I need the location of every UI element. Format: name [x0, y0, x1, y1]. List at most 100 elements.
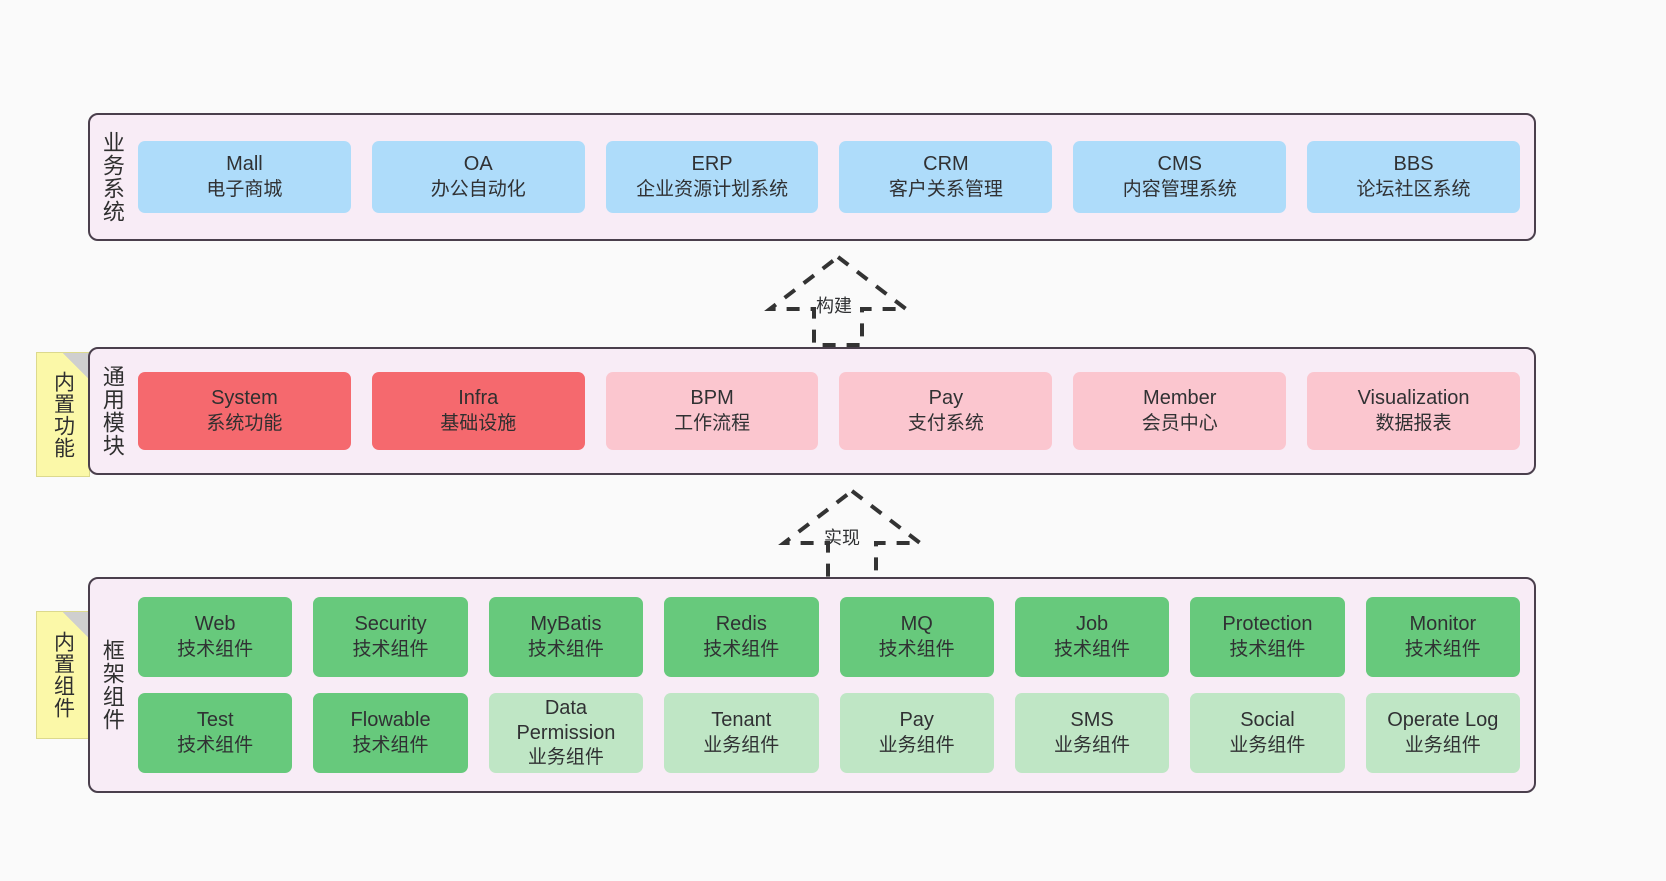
- card-security[interactable]: Security 技术组件: [313, 597, 468, 677]
- card-row: Test 技术组件 Flowable 技术组件 Data Permission …: [138, 693, 1520, 773]
- card-social[interactable]: Social 业务组件: [1190, 693, 1345, 773]
- card-subtitle: 业务组件: [878, 734, 955, 756]
- sticky-note-text: 内置组件: [51, 631, 75, 719]
- card-title: BBS: [1393, 153, 1434, 176]
- card-subtitle: 数据报表: [1375, 412, 1452, 434]
- card-data-permission[interactable]: Data Permission 业务组件: [488, 693, 644, 773]
- card-subtitle: 技术组件: [703, 638, 780, 660]
- card-title: SMS: [1070, 709, 1114, 732]
- card-row: Web 技术组件 Security 技术组件 MyBatis 技术组件 Redi…: [138, 597, 1520, 677]
- arrow-label-build: 构建: [816, 296, 852, 316]
- card-visualization[interactable]: Visualization 数据报表: [1307, 372, 1520, 450]
- card-title: Test: [196, 709, 234, 732]
- layer-title-framework-components: 框架组件: [99, 639, 125, 731]
- note-fold-icon: [63, 353, 89, 379]
- card-sms[interactable]: SMS 业务组件: [1014, 693, 1170, 773]
- card-row: System 系统功能 Infra 基础设施 BPM 工作流程 Pay 支付系统…: [138, 372, 1520, 450]
- card-crm[interactable]: CRM 客户关系管理: [839, 141, 1053, 213]
- card-title: Protection: [1222, 613, 1313, 636]
- card-subtitle: 业务组件: [1404, 734, 1481, 756]
- card-subtitle: 业务组件: [703, 734, 780, 756]
- card-subtitle: 客户关系管理: [888, 178, 1003, 200]
- card-subtitle: 技术组件: [1404, 638, 1481, 660]
- card-subtitle: 业务组件: [527, 747, 604, 769]
- layer-title-common-modules: 通用模块: [99, 365, 125, 457]
- card-test[interactable]: Test 技术组件: [138, 693, 293, 773]
- card-subtitle: 会员中心: [1141, 412, 1218, 434]
- card-subtitle: 技术组件: [878, 638, 955, 660]
- card-title: Operate Log: [1387, 709, 1499, 732]
- card-title: Member: [1143, 387, 1217, 410]
- card-title: Monitor: [1409, 613, 1477, 636]
- card-subtitle: 业务组件: [1054, 734, 1131, 756]
- card-subtitle: 技术组件: [352, 734, 429, 756]
- card-subtitle: 技术组件: [1229, 638, 1306, 660]
- card-web[interactable]: Web 技术组件: [138, 597, 293, 677]
- sticky-note-text: 内置功能: [51, 370, 75, 459]
- card-title: CRM: [923, 153, 969, 176]
- card-operate-log[interactable]: Operate Log 业务组件: [1365, 693, 1520, 773]
- card-mq[interactable]: MQ 技术组件: [839, 597, 994, 677]
- card-subtitle: 业务组件: [1229, 734, 1306, 756]
- card-title: Security: [354, 613, 427, 636]
- card-redis[interactable]: Redis 技术组件: [664, 597, 819, 677]
- card-subtitle: 基础设施: [440, 412, 517, 434]
- layer-body-framework-components: Web 技术组件 Security 技术组件 MyBatis 技术组件 Redi…: [134, 579, 1534, 791]
- card-title: MyBatis: [530, 613, 602, 636]
- arrow-label-implement: 实现: [824, 528, 860, 548]
- card-subtitle: 技术组件: [352, 638, 429, 660]
- card-title: Infra: [458, 387, 499, 410]
- card-title: Pay: [899, 709, 934, 732]
- card-title: Tenant: [711, 709, 772, 732]
- layer-title-business-systems: 业务系统: [99, 131, 125, 223]
- card-protection[interactable]: Protection 技术组件: [1190, 597, 1345, 677]
- layer-framework-components: 框架组件 Web 技术组件 Security 技术组件 MyBatis 技术组件…: [88, 577, 1536, 793]
- card-title: OA: [463, 153, 493, 176]
- card-bbs[interactable]: BBS 论坛社区系统: [1307, 141, 1520, 213]
- layer-common-modules: 通用模块 System 系统功能 Infra 基础设施 BPM 工作流程 Pay…: [88, 347, 1536, 475]
- note-fold-icon: [63, 612, 89, 638]
- card-row: Mall 电子商城 OA 办公自动化 ERP 企业资源计划系统 CRM 客户关系…: [138, 141, 1520, 213]
- card-title: CMS: [1157, 153, 1202, 176]
- card-title: System: [211, 387, 278, 410]
- card-title: Social: [1240, 709, 1295, 732]
- card-bpm[interactable]: BPM 工作流程: [605, 372, 819, 450]
- card-flowable[interactable]: Flowable 技术组件: [313, 693, 468, 773]
- sticky-note-builtin-components: 内置组件: [36, 611, 90, 739]
- card-mall[interactable]: Mall 电子商城: [138, 141, 351, 213]
- card-title: Job: [1075, 613, 1109, 636]
- card-subtitle: 技术组件: [177, 734, 254, 756]
- card-erp[interactable]: ERP 企业资源计划系统: [605, 141, 819, 213]
- layer-business-systems: 业务系统 Mall 电子商城 OA 办公自动化 ERP 企业资源计划系统 CRM…: [88, 113, 1536, 241]
- card-subtitle: 办公自动化: [430, 178, 526, 200]
- card-title: Pay: [928, 387, 964, 410]
- card-title: Flowable: [350, 709, 431, 732]
- card-subtitle: 企业资源计划系统: [636, 178, 789, 200]
- card-subtitle: 工作流程: [674, 412, 751, 434]
- card-system[interactable]: System 系统功能: [138, 372, 351, 450]
- card-title: Redis: [715, 613, 767, 636]
- card-infra[interactable]: Infra 基础设施: [371, 372, 585, 450]
- card-oa[interactable]: OA 办公自动化: [371, 141, 585, 213]
- card-subtitle: 论坛社区系统: [1356, 178, 1471, 200]
- card-pay-component[interactable]: Pay 业务组件: [839, 693, 994, 773]
- card-subtitle: 技术组件: [1054, 638, 1131, 660]
- card-cms[interactable]: CMS 内容管理系统: [1073, 141, 1287, 213]
- card-title: Data Permission: [516, 696, 616, 745]
- layer-body-common-modules: System 系统功能 Infra 基础设施 BPM 工作流程 Pay 支付系统…: [134, 349, 1534, 473]
- card-title: MQ: [900, 613, 933, 636]
- card-subtitle: 系统功能: [206, 412, 283, 434]
- card-job[interactable]: Job 技术组件: [1014, 597, 1170, 677]
- card-member[interactable]: Member 会员中心: [1073, 372, 1287, 450]
- card-mybatis[interactable]: MyBatis 技术组件: [488, 597, 644, 677]
- card-title: Mall: [226, 153, 263, 176]
- card-title: ERP: [691, 153, 733, 176]
- card-title: Visualization: [1357, 387, 1470, 410]
- card-tenant[interactable]: Tenant 业务组件: [664, 693, 819, 773]
- card-subtitle: 支付系统: [907, 412, 984, 434]
- card-pay[interactable]: Pay 支付系统: [839, 372, 1053, 450]
- card-subtitle: 技术组件: [527, 638, 604, 660]
- layer-body-business-systems: Mall 电子商城 OA 办公自动化 ERP 企业资源计划系统 CRM 客户关系…: [134, 115, 1534, 239]
- card-monitor[interactable]: Monitor 技术组件: [1365, 597, 1520, 677]
